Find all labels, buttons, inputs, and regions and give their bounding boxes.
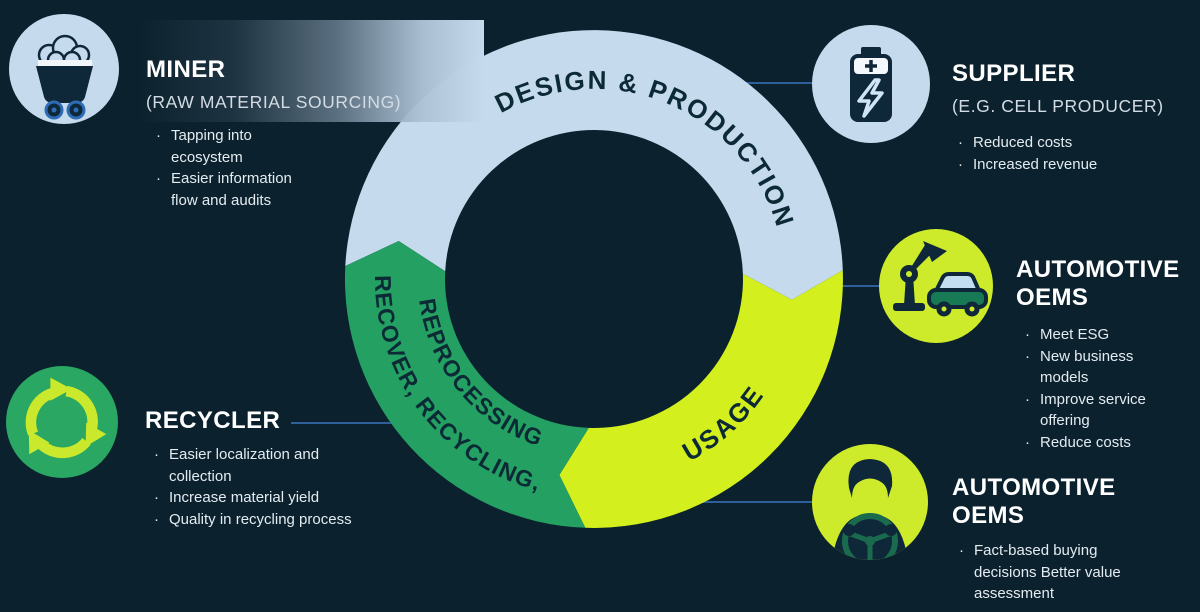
bullet-dot: ·: [154, 446, 159, 463]
bullet-text: Meet ESG: [1040, 326, 1110, 343]
robot-arm-car-icon: [893, 241, 988, 317]
bullet-text: Reduce costs: [1040, 433, 1131, 451]
mine-cart-icon: [36, 34, 93, 120]
segment-usage: [559, 270, 843, 528]
oem-usage-badge: [812, 444, 928, 560]
oem-production-bullets: · Meet ESG · New business models · Improve …: [1025, 324, 1175, 453]
oem-usage-bullets: · Fact-based buying decisions Better valu…: [959, 540, 1129, 605]
supplier-subtitle: (E.G. CELL PRODUCER): [952, 96, 1164, 116]
bullet-dot: ·: [156, 127, 161, 144]
bullet-dot: ·: [1025, 326, 1030, 343]
battery-icon: [850, 47, 892, 122]
bullet-text: Easier information flow and audits: [171, 170, 292, 209]
bullet-text: Reduced costs: [973, 134, 1073, 151]
bullet-dot: ·: [959, 542, 964, 559]
bullet-dot: ·: [154, 510, 159, 528]
connector-recycler: [291, 422, 407, 424]
recycle-icon: [25, 377, 107, 459]
oem-production-badge: [879, 229, 993, 343]
supplier-title: SUPPLIER: [952, 60, 1076, 87]
bullet-dot: ·: [154, 489, 159, 506]
driver-icon: [832, 459, 908, 560]
list-item: · Easier information flow and audits: [156, 168, 306, 211]
bullet-dot: ·: [958, 134, 963, 151]
list-item: · Increase material yield: [154, 487, 359, 509]
bullet-text: Easier localization and collection: [169, 446, 320, 485]
connector-supplier: [740, 82, 828, 84]
bullet-dot: ·: [1025, 390, 1030, 408]
bullet-dot: ·: [1025, 433, 1030, 451]
supplier-badge: [812, 25, 930, 143]
bullet-text: Improve service offering: [1040, 390, 1146, 430]
miner-gradient-band: [138, 20, 484, 122]
list-item: · Improve service offering: [1025, 389, 1175, 432]
list-item: · Meet ESG: [1025, 324, 1175, 346]
list-item: · Reduce costs: [1025, 432, 1175, 454]
miner-title: MINER: [146, 56, 226, 83]
bullet-text: Increased revenue: [973, 155, 1098, 173]
list-item: · Increased revenue: [958, 154, 1158, 176]
bullet-text: Increase material yield: [169, 489, 320, 506]
connector-oem-production: [836, 285, 884, 287]
bullet-dot: ·: [156, 170, 161, 187]
bullet-dot: ·: [1025, 347, 1030, 365]
miner-badge: [9, 14, 119, 124]
list-item: · Quality in recycling process: [154, 509, 359, 531]
oem-production-title: AUTOMOTIVE OEMS: [1016, 256, 1180, 311]
connector-oem-usage: [645, 501, 815, 503]
supplier-bullets: · Reduced costs · Increased revenue: [958, 132, 1158, 175]
recycler-title: RECYCLER: [145, 407, 281, 434]
list-item: · Reduced costs: [958, 132, 1158, 154]
recycler-badge: [6, 366, 118, 478]
segment-recover: [344, 241, 589, 528]
list-item: · Fact-based buying decisions Better valu…: [959, 540, 1129, 605]
list-item: · New business models: [1025, 346, 1175, 389]
bullet-dot: ·: [958, 155, 963, 173]
miner-bullets: · Tapping into ecosystem · Easier informat…: [156, 125, 306, 211]
list-item: · Tapping into ecosystem: [156, 125, 306, 168]
bullet-text: New business models: [1040, 347, 1134, 387]
oem-usage-title: AUTOMOTIVE OEMS: [952, 474, 1116, 529]
recycler-bullets: · Easier localization and collection · Inc…: [154, 444, 359, 530]
bullet-text: Tapping into ecosystem: [171, 127, 252, 166]
miner-subtitle: (RAW MATERIAL SOURCING): [146, 92, 402, 112]
bullet-text: Fact-based buying decisions Better value…: [974, 542, 1121, 602]
list-item: · Easier localization and collection: [154, 444, 359, 487]
bullet-text: Quality in recycling process: [169, 510, 352, 528]
